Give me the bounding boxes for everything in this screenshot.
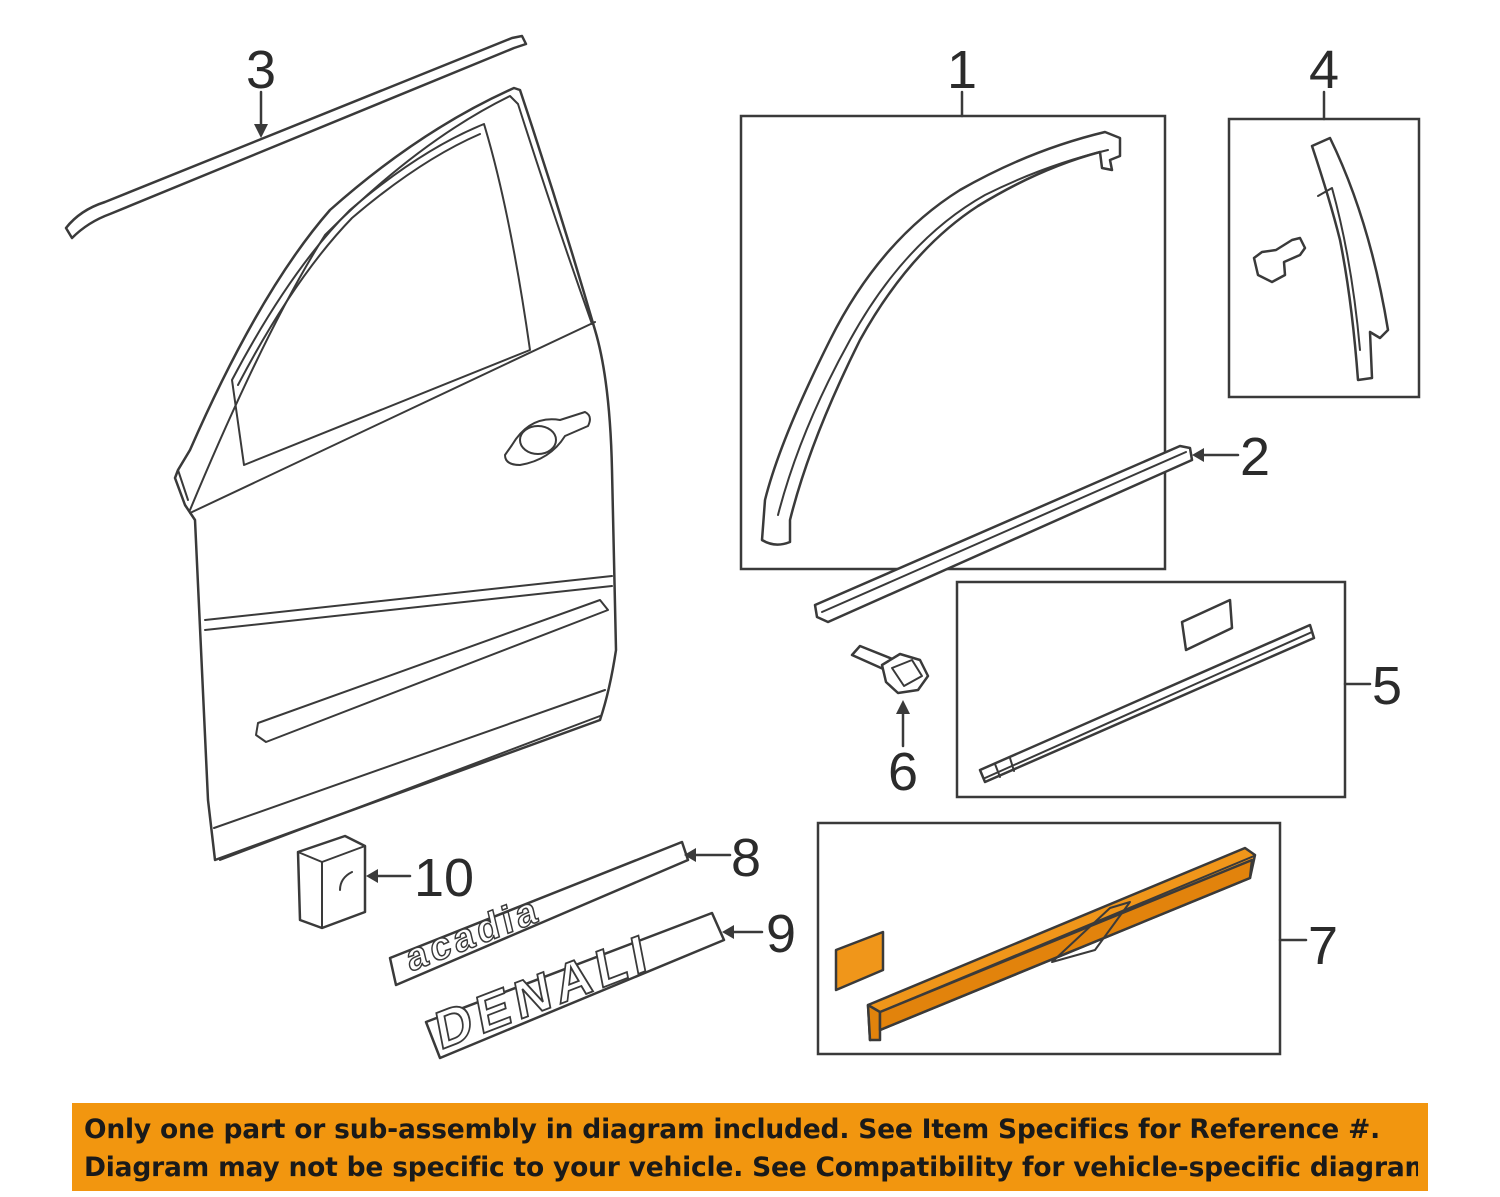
leader-lines: [254, 90, 1372, 942]
callout-9: 9: [766, 904, 796, 964]
callout-7: 7: [1308, 916, 1338, 976]
belt-molding: [813, 444, 1194, 624]
disclaimer-line-2: Diagram may not be specific to your vehi…: [84, 1152, 1418, 1183]
clip: [296, 834, 367, 930]
callout-2: 2: [1240, 427, 1270, 487]
callout-10: 10: [414, 848, 474, 908]
disclaimer-line-1: Only one part or sub-assembly in diagram…: [84, 1114, 1380, 1145]
part-7-frame: [816, 821, 1282, 1056]
callout-6: 6: [888, 742, 918, 802]
callout-1: 1: [947, 40, 977, 100]
roof-drip-molding: [64, 34, 528, 240]
body-side-molding-assembly: [978, 598, 1316, 784]
front-door-shell: [173, 86, 618, 862]
part-1-frame: [739, 114, 1167, 571]
disclaimer-banner: Only one part or sub-assembly in diagram…: [72, 1103, 1428, 1191]
callout-8: 8: [731, 828, 761, 888]
callout-3: 3: [246, 40, 276, 100]
window-frame-molding: [760, 130, 1122, 546]
part-5-frame: [955, 580, 1347, 799]
callout-labels: 3 1 4 2 5 6 7 8 9 10: [246, 40, 1402, 976]
lower-door-molding-highlighted: [834, 846, 1257, 1042]
bolt: [850, 644, 930, 695]
callout-4: 4: [1309, 40, 1339, 100]
callout-5: 5: [1372, 656, 1402, 716]
door-applique: [1252, 136, 1390, 382]
